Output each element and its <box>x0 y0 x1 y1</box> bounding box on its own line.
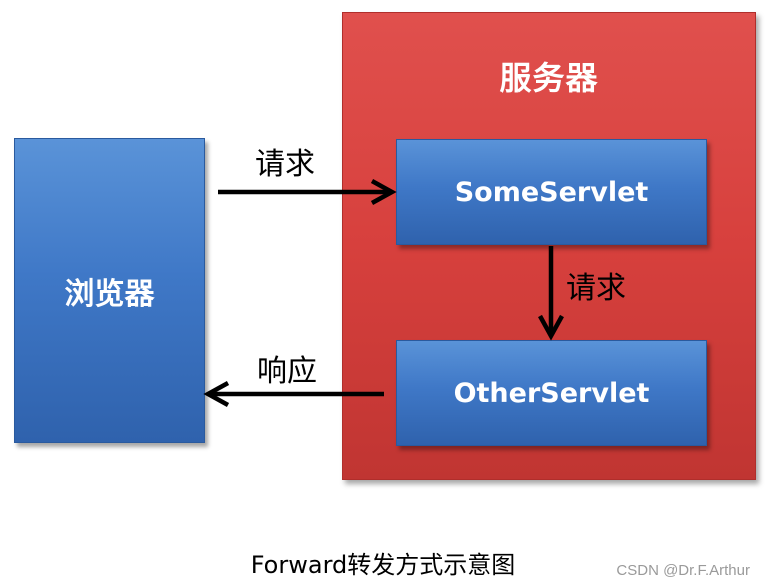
other-servlet-box: OtherServlet <box>396 340 707 446</box>
response-label: 响应 <box>257 354 317 389</box>
browser-box: 浏览器 <box>14 138 205 443</box>
server-title: 服务器 <box>499 59 599 97</box>
watermark: CSDN @Dr.F.Arthur <box>616 562 750 579</box>
browser-label: 浏览器 <box>64 276 155 312</box>
request-label: 请求 <box>255 147 315 182</box>
diagram-caption: Forward转发方式示意图 <box>250 551 516 579</box>
other-servlet-label: OtherServlet <box>453 377 650 409</box>
some-servlet-box: SomeServlet <box>396 139 707 245</box>
forward-request-label: 请求 <box>566 271 626 306</box>
some-servlet-label: SomeServlet <box>454 176 649 208</box>
